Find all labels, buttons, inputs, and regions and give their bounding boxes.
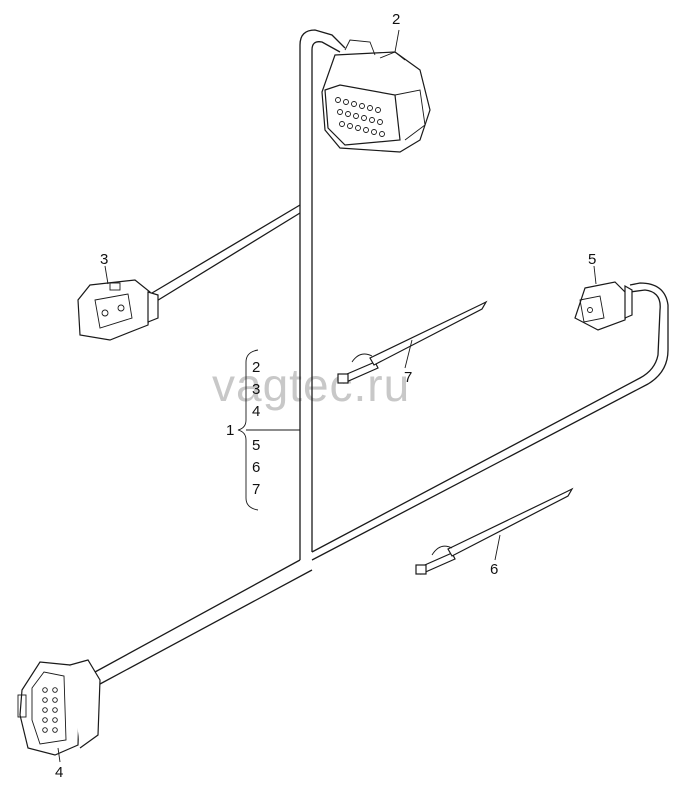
main-trunk-wire bbox=[94, 29, 669, 685]
connector-2-pins bbox=[335, 97, 385, 137]
leader-5 bbox=[593, 265, 597, 285]
leader-6 bbox=[494, 534, 501, 561]
connector-2-shape bbox=[321, 39, 431, 153]
leader-4 bbox=[57, 747, 61, 763]
bracket-item: 5 bbox=[252, 437, 261, 454]
bracket-item: 3 bbox=[252, 381, 261, 398]
callout-5: 5 bbox=[588, 251, 597, 268]
bracket-label-1: 1 bbox=[226, 422, 235, 439]
item-1-bracket bbox=[237, 349, 300, 511]
callout-4: 4 bbox=[55, 764, 64, 781]
connector-4-shape bbox=[17, 659, 101, 756]
callout-7: 7 bbox=[404, 369, 413, 386]
connector-4-pins bbox=[42, 687, 58, 733]
bracket-item: 2 bbox=[252, 359, 261, 376]
bracket-item: 6 bbox=[252, 459, 261, 476]
leader-3 bbox=[104, 265, 109, 285]
callout-6: 6 bbox=[490, 561, 499, 578]
callout-3: 3 bbox=[100, 251, 109, 268]
bracket-item: 4 bbox=[252, 403, 261, 420]
cable-tie-6-shape bbox=[415, 487, 574, 575]
leader-7 bbox=[404, 339, 413, 369]
connector-3-shape bbox=[77, 279, 159, 341]
callout-2: 2 bbox=[392, 11, 401, 28]
connector-5-shape bbox=[574, 281, 633, 331]
leader-2 bbox=[394, 29, 400, 53]
bracket-item: 7 bbox=[252, 481, 261, 498]
cable-tie-7-shape bbox=[337, 300, 488, 384]
